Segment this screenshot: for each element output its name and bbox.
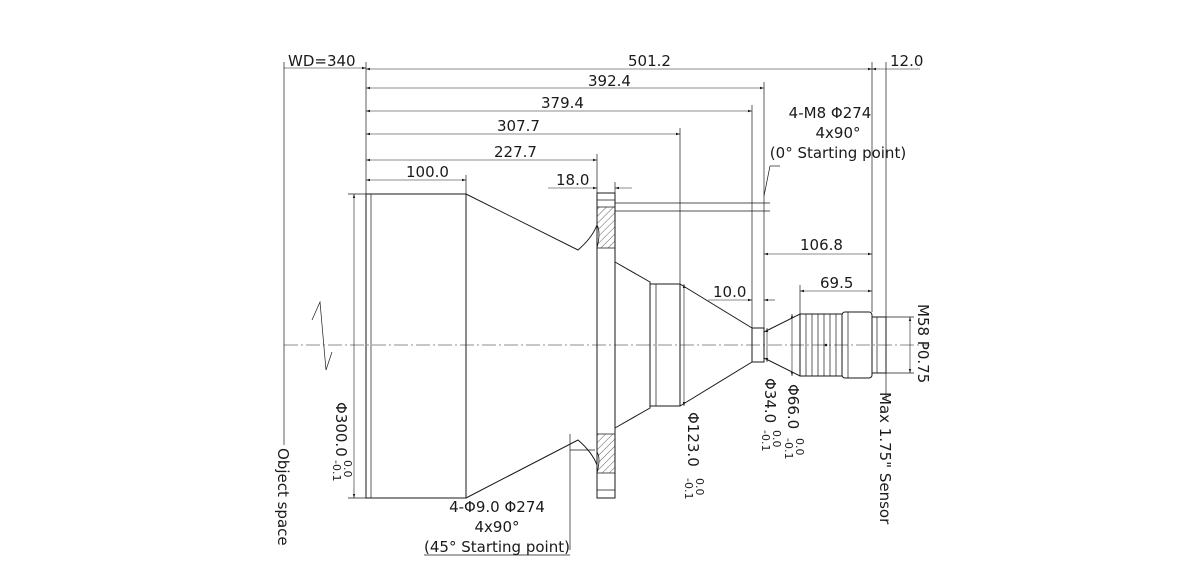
- label-10: 10.0: [713, 283, 746, 301]
- svg-text:4-Φ9.0 Φ274: 4-Φ9.0 Φ274: [449, 498, 545, 516]
- note-bottom-mount: 4-Φ9.0 Φ274 4x90° (45° Starting point): [424, 498, 570, 556]
- mid-housing: [649, 283, 681, 407]
- label-227: 227.7: [494, 143, 537, 161]
- svg-text:(0° Starting point): (0° Starting point): [770, 144, 906, 162]
- svg-text:-0.1: -0.1: [330, 460, 343, 481]
- label-total-length: 501.2: [628, 52, 671, 70]
- label-dia-66: Φ66.0 0.0 -0.1: [782, 384, 806, 459]
- label-392: 392.4: [588, 72, 631, 90]
- label-thread: M58 P0.75: [914, 304, 932, 383]
- front-barrel: [365, 193, 467, 499]
- label-object-space: Object space: [274, 448, 292, 546]
- label-dia-123: Φ123.0 0.0 -0.1: [682, 412, 706, 499]
- vertical-dimensions: [348, 193, 914, 499]
- label-wd: WD=340: [288, 52, 356, 70]
- svg-text:-0.1: -0.1: [682, 478, 695, 499]
- svg-text:4-M8 Φ274: 4-M8 Φ274: [789, 104, 872, 122]
- svg-text:0.0: 0.0: [693, 478, 706, 496]
- svg-text:Φ66.0: Φ66.0: [784, 384, 802, 429]
- svg-text:0.0: 0.0: [341, 460, 354, 478]
- flange: [596, 192, 616, 499]
- svg-text:-0.1: -0.1: [782, 438, 795, 459]
- neck: [751, 327, 765, 363]
- svg-text:Φ123.0: Φ123.0: [684, 412, 702, 467]
- horizontal-dimensions: [284, 62, 920, 328]
- svg-text:Φ34.0: Φ34.0: [761, 378, 779, 423]
- main-cone: [465, 193, 598, 499]
- svg-text:0.0: 0.0: [770, 430, 783, 448]
- knurling: [805, 314, 837, 376]
- label-flange-thickness: 18.0: [556, 171, 589, 189]
- label-106: 106.8: [800, 236, 843, 254]
- label-307: 307.7: [497, 117, 540, 135]
- svg-text:Φ300.0: Φ300.0: [332, 402, 350, 457]
- svg-text:-0.1: -0.1: [759, 430, 772, 451]
- label-dia-34: Φ34.0 0.0 -0.1: [759, 378, 783, 451]
- label-dia-300: Φ300.0 0.0 -0.1: [330, 402, 354, 481]
- svg-text:(45° Starting point): (45° Starting point): [424, 538, 570, 556]
- lens-body: [365, 192, 887, 499]
- label-sensor: Max 1.75" Sensor: [876, 392, 894, 525]
- label-379: 379.4: [541, 94, 584, 112]
- label-100: 100.0: [406, 163, 449, 181]
- svg-text:4x90°: 4x90°: [474, 518, 519, 536]
- label-back-focal: 12.0: [890, 52, 923, 70]
- object-space-reference: [283, 62, 333, 445]
- label-69: 69.5: [820, 274, 853, 292]
- note-top-mount: 4-M8 Φ274 4x90° (0° Starting point): [770, 104, 906, 162]
- svg-text:0.0: 0.0: [793, 438, 806, 456]
- svg-text:4x90°: 4x90°: [815, 124, 860, 142]
